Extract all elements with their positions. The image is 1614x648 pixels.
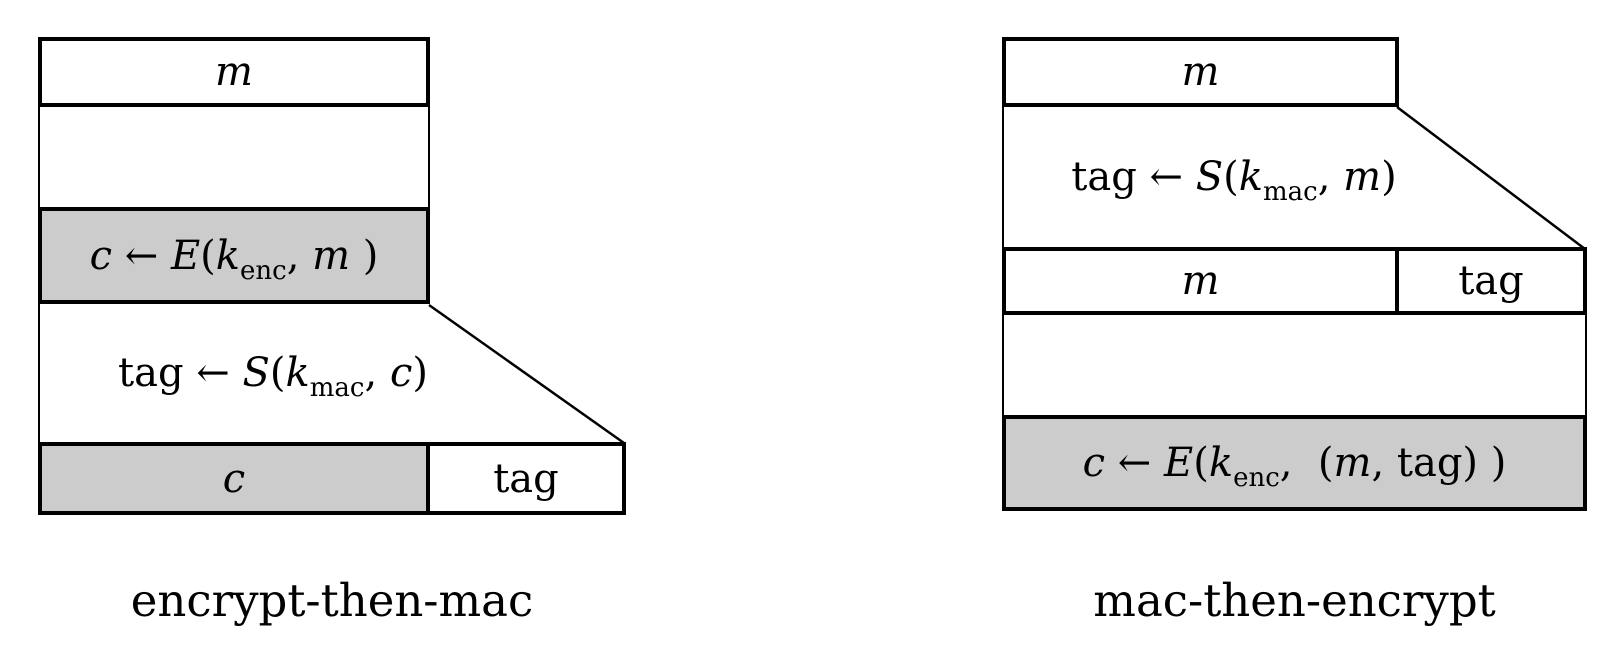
left-mac-region: tag ← S(kmac, c) — [38, 304, 506, 442]
right-spacer-band — [1002, 315, 1587, 415]
right-message-label: m — [1181, 49, 1220, 95]
right-encrypt-formula: c ← E(kenc, (m, tag) ) — [1082, 440, 1507, 493]
right-mac-formula: tag ← S(kmac, m) — [1071, 154, 1397, 207]
left-encrypt-formula: c ← E(kenc, m ) — [89, 232, 379, 286]
left-output-tag-label: tag — [493, 455, 559, 502]
left-mac-formula: tag ← S(kmac, c) — [118, 350, 428, 403]
left-output-cipher-label: c — [222, 455, 246, 502]
right-row-tag-box: tag — [1399, 247, 1587, 315]
right-row-tag-label: tag — [1458, 258, 1524, 304]
left-message-box: m — [38, 37, 430, 107]
left-output-cipher-box: c — [38, 442, 430, 515]
left-encrypt-box: c ← E(kenc, m ) — [38, 207, 430, 304]
right-row-message-label: m — [1181, 258, 1220, 304]
left-spacer-band — [38, 107, 430, 207]
right-caption: mac-then-encrypt — [1093, 574, 1496, 627]
left-caption: encrypt-then-mac — [130, 574, 534, 627]
right-message-box: m — [1002, 37, 1399, 107]
right-row-message-box: m — [1002, 247, 1399, 315]
left-output-tag-box: tag — [430, 442, 626, 515]
right-mac-region: tag ← S(kmac, m) — [1002, 107, 1464, 247]
right-encrypt-box: c ← E(kenc, (m, tag) ) — [1002, 415, 1587, 511]
left-message-label: m — [215, 49, 253, 95]
